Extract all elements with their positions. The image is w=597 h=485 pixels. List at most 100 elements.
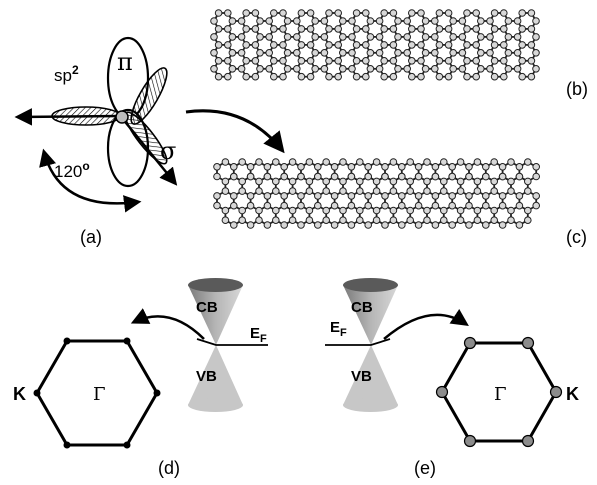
carbon-atom (364, 221, 373, 229)
carbon-atom (265, 49, 274, 57)
carbon-atom (498, 163, 507, 171)
carbon-atom (330, 172, 339, 181)
carbon-atom (515, 172, 524, 181)
cone-bottom-d (188, 398, 243, 412)
carbon-atom (288, 177, 297, 186)
carbon-atom (348, 49, 356, 57)
carbon-atom (314, 192, 322, 200)
carbon-atom (458, 17, 467, 25)
carbon-atom (472, 41, 481, 49)
carbon-atom (311, 65, 320, 73)
carbon-atom (255, 177, 263, 186)
carbon-atom (251, 9, 260, 17)
carbon-atom (473, 158, 482, 166)
carbon-atom (406, 187, 415, 195)
carbon-atom (293, 33, 301, 41)
carbon-atom (473, 177, 482, 186)
carbon-atom (314, 163, 322, 171)
cb-label-d: CB (196, 299, 218, 316)
carbon-atom (500, 72, 508, 81)
carbon-atom (513, 49, 522, 57)
k-point (123, 441, 131, 449)
carbon-atom (463, 57, 471, 65)
carbon-atom (280, 201, 289, 210)
carbon-atom (498, 172, 507, 181)
carbon-atom (380, 9, 389, 17)
carbon-atom (115, 110, 129, 124)
carbon-atom (398, 201, 406, 210)
carbon-atom (265, 33, 274, 41)
carbon-atom (524, 158, 532, 166)
carbon-atom (486, 33, 494, 41)
carbon-atom (421, 17, 430, 25)
carbon-atom (221, 187, 230, 195)
carbon-atom (213, 192, 221, 200)
carbon-atom (421, 65, 430, 73)
carbon-atom (507, 206, 515, 215)
carbon-atom (320, 65, 329, 73)
carbon-atom (280, 172, 289, 181)
carbon-atom (423, 206, 431, 215)
carbon-atom (394, 17, 402, 25)
carbon-atom (513, 33, 522, 41)
carbon-atom (435, 72, 444, 81)
carbon-atom (527, 25, 536, 33)
k-point (63, 337, 71, 345)
carbon-atom (513, 65, 522, 73)
carbon-atom (293, 49, 301, 57)
carbon-atom (524, 206, 532, 215)
carbon-atom (270, 41, 278, 49)
carbon-atom (230, 172, 238, 181)
carbon-atom (456, 158, 465, 166)
carbon-atom (210, 49, 218, 57)
carbon-atom (417, 25, 425, 33)
panel-d: K Γ CB VB EF (13, 278, 268, 449)
panel-e: CB VB EF Γ K (325, 278, 579, 448)
carbon-atom (330, 192, 339, 200)
carbon-atom (330, 221, 339, 229)
carbon-atom (414, 172, 423, 181)
carbon-atom (490, 158, 499, 166)
carbon-atom (214, 9, 223, 17)
carbon-atom (272, 216, 280, 224)
carbon-atom (380, 57, 389, 65)
carbon-atom (347, 163, 356, 171)
carbon-atom (213, 172, 221, 181)
carbon-atom (518, 72, 527, 81)
ef-label-d: EF (250, 325, 267, 345)
carbon-atom (334, 41, 343, 49)
carbon-atom (458, 49, 467, 57)
carbon-atom (214, 25, 223, 33)
carbon-atom (372, 187, 381, 195)
carbon-atom (389, 25, 398, 33)
carbon-atom (238, 206, 246, 215)
carbon-atom (272, 177, 280, 186)
carbon-atom (448, 192, 457, 200)
carbon-atom (381, 221, 389, 229)
carbon-atom (238, 177, 246, 186)
carbon-atom (297, 172, 305, 181)
carbon-atom (238, 216, 246, 224)
carbon-atom (486, 65, 494, 73)
carbon-atom (431, 65, 439, 73)
carbon-atom (311, 49, 320, 57)
carbon-atom (255, 216, 263, 224)
carbon-atom (408, 72, 416, 81)
carbon-atom (500, 57, 508, 65)
k-point (435, 385, 449, 399)
carbon-atom (347, 192, 356, 200)
carbon-atom (272, 187, 280, 195)
carbon-atom (463, 41, 471, 49)
k-point (33, 389, 41, 397)
carbon-atom (325, 72, 333, 81)
carbon-atom (482, 201, 490, 210)
carbon-atom (532, 172, 541, 181)
carbon-atom (305, 177, 314, 186)
carbon-atom (408, 9, 416, 17)
carbon-atom (242, 57, 250, 65)
carbon-atom (213, 163, 221, 171)
carbon-atom (394, 65, 402, 73)
carbon-atom (403, 65, 412, 73)
carbon-atom (500, 9, 508, 17)
carbon-atom (320, 17, 329, 25)
